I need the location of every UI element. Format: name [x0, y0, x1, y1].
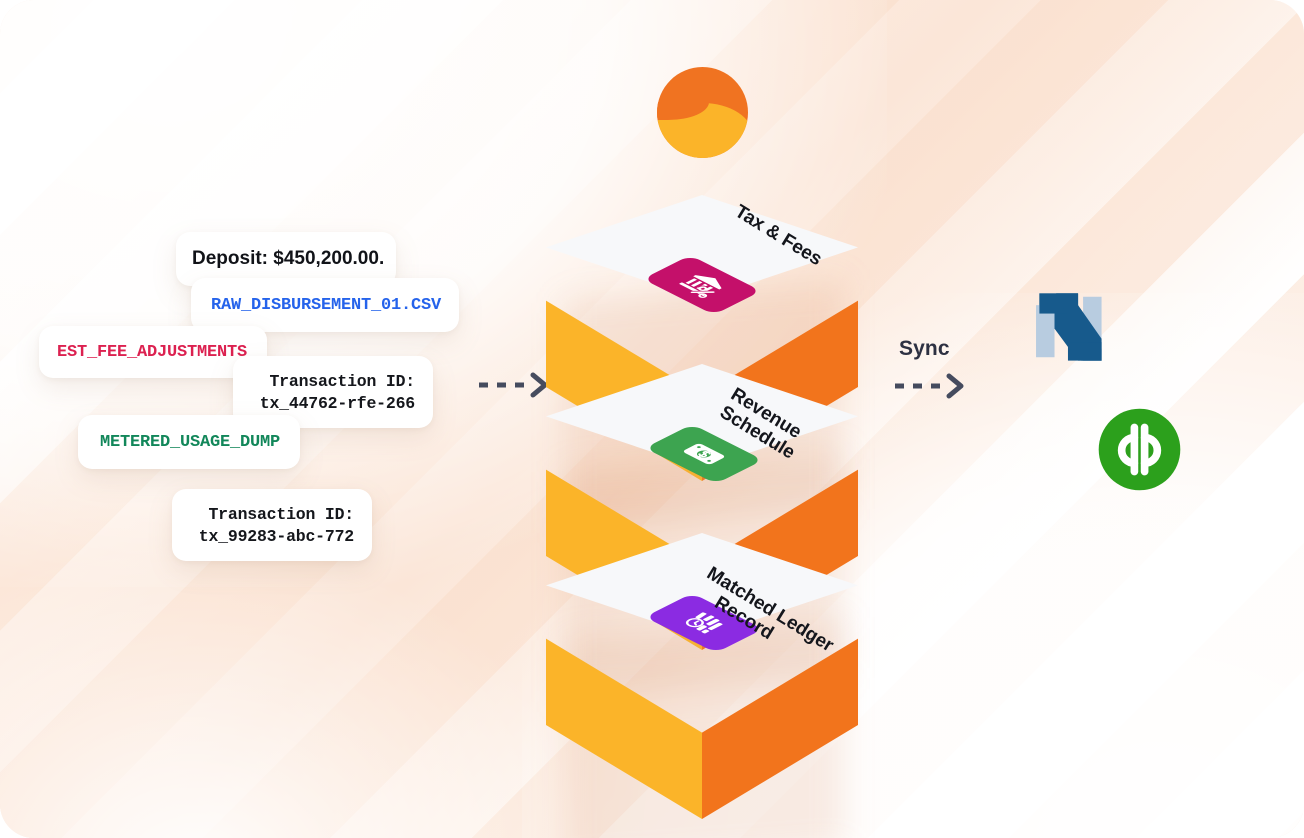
card-line: EST_FEE_ADJUSTMENTS	[56, 342, 247, 362]
card-line: Deposit: $450,200.00.	[192, 248, 385, 269]
card-line: Transaction ID:	[208, 504, 354, 524]
transaction-id-card-2: Transaction ID: tx_99283-abc-772	[172, 489, 372, 561]
card-line: tx_99283-abc-772	[198, 526, 354, 546]
deposit-amount-card: Deposit: $450,200.00.	[176, 232, 396, 286]
raw-disbursement-file-card: RAW_DISBURSEMENT_01.CSV	[191, 278, 459, 332]
card-line: tx_44762-rfe-266	[259, 393, 415, 413]
est-fee-adjustments-card: EST_FEE_ADJUSTMENTS	[39, 326, 267, 378]
bank-percent-icon	[642, 255, 762, 315]
ledger-clock-icon	[644, 593, 764, 653]
layer-matched-ledger-record: Matched Ledger Record	[546, 533, 858, 838]
netsuite-n-logo-icon	[1031, 285, 1115, 369]
money-bill-icon	[644, 424, 764, 484]
sun-wave-circle-logo-icon	[657, 67, 748, 158]
card-line: Transaction ID:	[269, 371, 415, 391]
card-line: RAW_DISBURSEMENT_01.CSV	[210, 295, 441, 315]
logo-wave-shape	[657, 102, 748, 158]
dashed-arrow-right-icon-input	[477, 372, 553, 398]
card-line: METERED_USAGE_DUMP	[99, 432, 280, 452]
metered-usage-dump-card: METERED_USAGE_DUMP	[78, 415, 300, 469]
quickbooks-qb-logo-icon	[1097, 407, 1182, 492]
dashed-arrow-right-icon-sync	[893, 373, 969, 399]
background-highlight-bottom-left	[0, 536, 600, 838]
sync-label: Sync	[899, 337, 950, 360]
